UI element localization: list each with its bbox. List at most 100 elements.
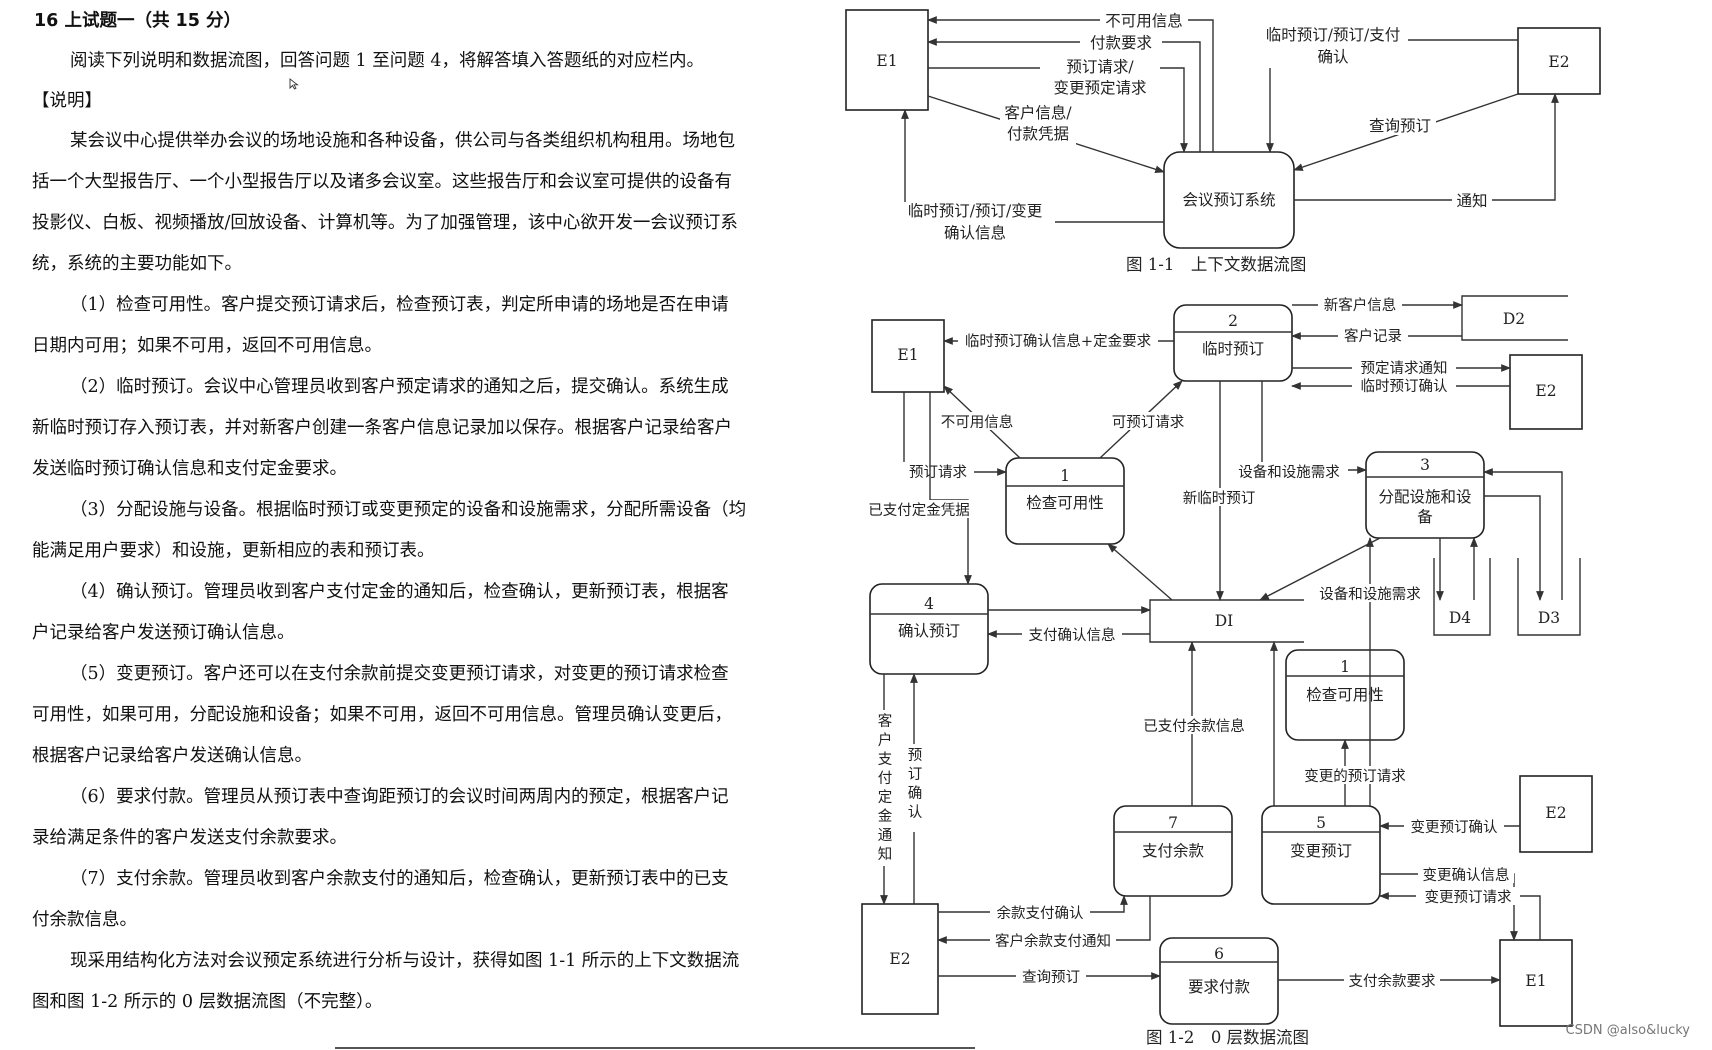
- flow-balance-notice-line: [937, 896, 1151, 944]
- entity-e2-lower-label: E2: [1545, 804, 1566, 822]
- flow-booking-confirm-label: 预订确认: [908, 747, 923, 821]
- text-line: 图和图 1-2 所示的 0 层数据流图（不完整）。: [32, 992, 383, 1012]
- process-6-number: 6: [1214, 945, 1224, 963]
- store-d3-label: D3: [1538, 609, 1560, 627]
- process-2-name: 临时预订: [1202, 340, 1264, 358]
- flow-customer-info-label-2: 付款凭据: [1007, 125, 1069, 143]
- process-5-change-booking: [1261, 805, 1381, 905]
- text-line: 某会议中心提供举办会议的场地设施和各种设备，供公司与各类组织机构租用。场地包: [70, 131, 735, 151]
- entity-e1-bottom-box: [1499, 939, 1573, 1027]
- flow-pay-confirm-label: 支付确认信息: [1029, 627, 1116, 644]
- section-label: 【说明】: [32, 91, 102, 111]
- flow-customer-info-line: [927, 95, 1165, 174]
- process-1b-name: 检查可用性: [1306, 686, 1384, 704]
- entity-e2-right-label: E2: [1535, 382, 1556, 400]
- text-line: （4）确认预订。管理员收到客户支付定金的通知后，检查确认，更新预订表，根据客: [70, 582, 729, 602]
- process-4-number: 4: [924, 595, 934, 613]
- flow-d3-to-p3-line: [1483, 468, 1563, 600]
- entity-e2-box: [1517, 27, 1601, 95]
- process-2-number: 2: [1228, 312, 1238, 330]
- process-3-number: 3: [1420, 456, 1430, 474]
- flow-balance-confirm-line: [938, 895, 1128, 913]
- flow-booking-request-label-2: 变更预定请求: [1053, 79, 1146, 97]
- process-1b-check-availability: [1285, 649, 1405, 741]
- flow-temp-confirm2-label: 临时预订确认: [1361, 378, 1448, 395]
- process-booking-system: [1163, 151, 1295, 249]
- text-line: 日期内可用；如果不可用，返回不可用信息。: [32, 336, 382, 356]
- process-3-allocate-facilities: [1365, 451, 1485, 539]
- flow-change-request-label: 变更预订请求: [1425, 889, 1512, 906]
- process-3-name-2: 备: [1417, 508, 1433, 526]
- figure-1-1-caption: 图 1-1 上下文数据流图: [1126, 255, 1306, 274]
- entity-e1-box: [845, 9, 929, 111]
- flow-p3-to-d1-line: [1259, 537, 1381, 601]
- store-d4-box: [1433, 558, 1491, 636]
- flow-balance-confirm-label: 余款支付确认: [997, 904, 1084, 922]
- flow-notify-label: 通知: [1456, 192, 1487, 210]
- text-line: （2）临时预订。会议中心管理员收到客户预定请求的通知之后，提交确认。系统生成: [70, 377, 729, 397]
- mouse-cursor-icon: [289, 78, 299, 90]
- text-line: 括一个大型报告厅、一个小型报告厅以及诸多会议室。这些报告厅和会议室可提供的设备有: [32, 172, 732, 192]
- text-line: （1）检查可用性。客户提交预订请求后，检查预订表，判定所申请的场地是否在申请: [70, 295, 729, 315]
- flow-new-customer-label: 新客户信息: [1324, 297, 1397, 314]
- process-4-name: 确认预订: [898, 622, 960, 640]
- text-line: 根据客户记录给客户发送确认信息。: [32, 746, 312, 766]
- flow-equipment-need-label: 设备和设施需求: [1238, 464, 1340, 481]
- flow-available-request-label: 可预订请求: [1112, 414, 1185, 431]
- flow-equipment-need2-label: 设备和设施需求: [1319, 586, 1421, 603]
- process-1-number: 1: [1060, 467, 1070, 485]
- svg-text:预订确认: 预订确认: [908, 747, 923, 821]
- store-d3-box: [1517, 558, 1581, 636]
- flow-e2-confirm-label-1: 临时预订/预订/支付: [1266, 26, 1400, 44]
- flow-customer-record-label: 客户记录: [1344, 328, 1402, 345]
- flow-query-label: 查询预订: [1369, 117, 1431, 135]
- flow-request-notice-label: 预定请求通知: [1361, 360, 1448, 377]
- flow-query-line: [1293, 93, 1519, 171]
- flow-e2-confirm-label-2: 确认: [1317, 48, 1348, 66]
- flow-paid-deposit-line: [929, 392, 972, 585]
- flow-unavailable-line: [927, 16, 1214, 152]
- entity-e1-label: E1: [876, 52, 897, 70]
- flow-unavailable-label: 不可用信息: [1105, 12, 1183, 30]
- flow-d1-to-p1-line: [1107, 543, 1173, 601]
- flow-payment-request-line: [927, 38, 1201, 152]
- store-d2-box: [1461, 295, 1568, 341]
- entity-e1-top-label: E1: [897, 346, 918, 364]
- svg-text:客户支付定金通知: 客户支付定金通知: [878, 713, 893, 863]
- text-line: 投影仪、白板、视频播放/回放设备、计算机等。为了加强管理，该中心欲开发一会议预订…: [32, 213, 738, 233]
- flow-balance-notice-label: 客户余款支付通知: [995, 932, 1111, 950]
- intro-paragraph: 阅读下列说明和数据流图，回答问题 1 至问题 4，将解答填入答题纸的对应栏内。: [70, 51, 704, 71]
- flow-change-confirm-label: 变更预订确认: [1411, 819, 1498, 836]
- figure-1-2-level0-dfd: E1 D2 E2 2 临时预订 1 检查可用性 3 分配设施和设 备 D4 D3…: [861, 295, 1593, 1047]
- flow-p1-unavailable-label: 不可用信息: [941, 414, 1014, 431]
- flow-e2-confirm-line: [1266, 39, 1518, 153]
- flow-payment-request-label: 付款要求: [1090, 34, 1152, 52]
- text-line: 发送临时预订确认信息和支付定金要求。: [32, 459, 347, 479]
- process-6-name: 要求付款: [1188, 978, 1251, 996]
- text-line: （7）支付余款。管理员收到客户余款支付的通知后，检查确认，更新预订表中的已支: [70, 869, 729, 889]
- flow-confirm-info-label-1: 临时预订/预订/变更: [908, 202, 1043, 220]
- process-2-temp-booking: [1173, 304, 1293, 382]
- flow-query-booking-label: 查询预订: [1022, 969, 1080, 986]
- process-1-name: 检查可用性: [1026, 494, 1104, 512]
- figure-1-2-caption: 图 1-2 0 层数据流图: [1146, 1028, 1309, 1047]
- process-7-pay-balance: [1113, 805, 1233, 897]
- question-title: 16 上试题一（共 15 分）: [34, 11, 241, 31]
- entity-e1-bottom-label: E1: [1525, 972, 1546, 990]
- flow-new-temp-booking-label: 新临时预订: [1183, 490, 1256, 507]
- entity-e2-label: E2: [1548, 53, 1569, 71]
- process-5-number: 5: [1316, 814, 1326, 832]
- flow-pay-balance-request-label: 支付余款要求: [1349, 972, 1436, 990]
- entity-e2-bottom-box: [861, 903, 939, 1015]
- flow-paid-deposit-label: 已支付定金凭据: [868, 502, 970, 519]
- text-line: 户记录给客户发送预订确认信息。: [32, 623, 295, 643]
- text-line: 付余款信息。: [32, 910, 137, 930]
- text-line: 统，系统的主要功能如下。: [32, 254, 242, 274]
- flow-booking-request-label-1: 预订请求/: [1066, 58, 1134, 76]
- figure-1-1-context-dfd: E1 E2 会议预订系统 不可用信息 付款要求 预订请求/ 变更预定请求 客户信…: [845, 9, 1601, 274]
- process-1b-number: 1: [1340, 658, 1350, 676]
- process-7-number: 7: [1168, 814, 1178, 832]
- text-line: （5）变更预订。客户还可以在支付余款前提交变更预订请求，对变更的预订请求检查: [70, 664, 729, 684]
- flow-deposit-notice-label: 客户支付定金通知: [878, 713, 893, 863]
- flow-temp-confirm-label: 临时预订确认信息+定金要求: [965, 333, 1152, 350]
